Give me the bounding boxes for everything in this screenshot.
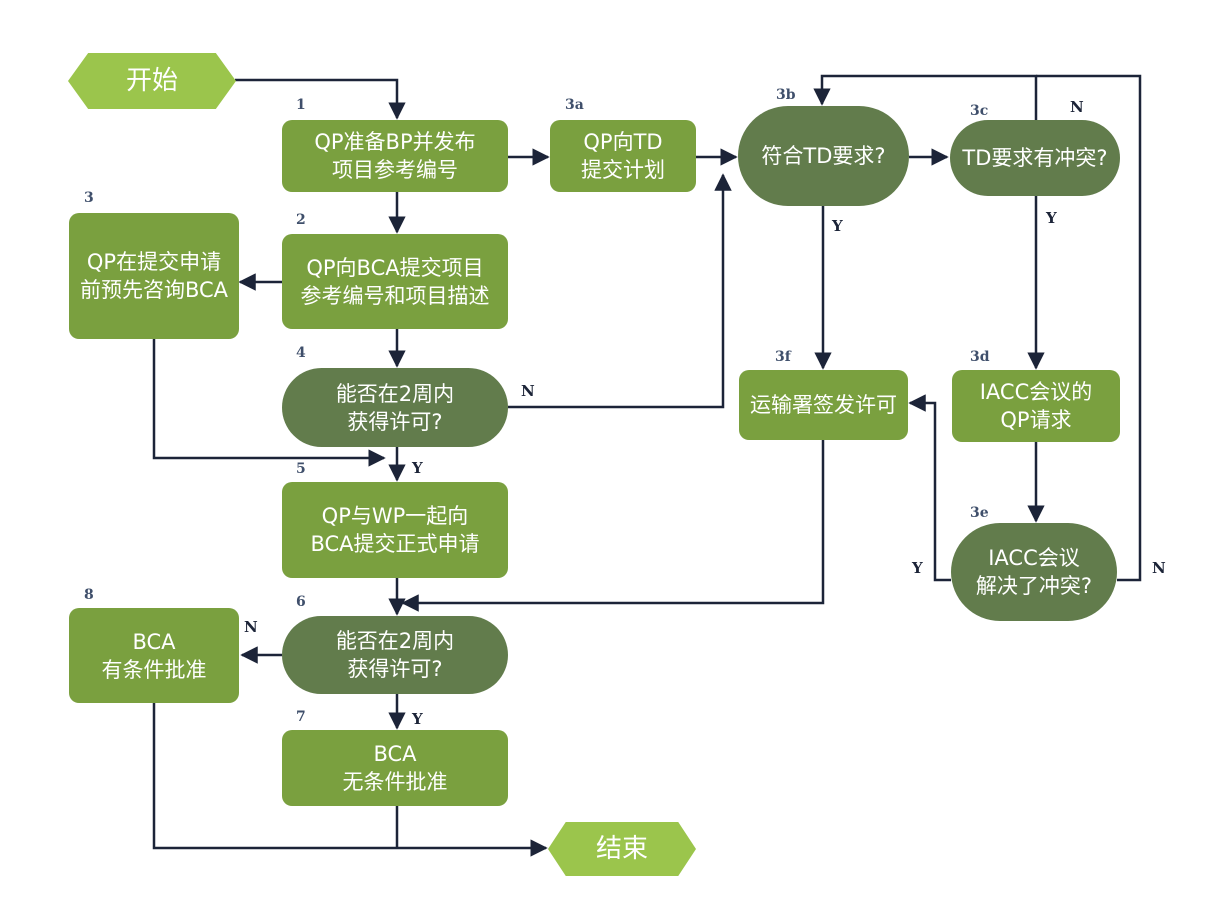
step-number-3c: 3c [970,103,989,119]
step-2-box: QP向BCA提交项目 参考编号和项目描述 [282,234,508,329]
step-number-3a: 3a [565,97,584,113]
step-number-2: 2 [296,212,306,228]
step-1-text: QP准备BP并发布 项目参考编号 [314,130,476,182]
step-number-3f: 3f [775,349,791,365]
start-label: 开始 [125,66,178,96]
arrow-3-to-5 [152,339,386,467]
decision-6-text: 能否在2周内 获得许可? [335,629,455,681]
step-3-text: QP在提交申请 前预先咨询BCA [79,250,229,302]
end-label: 结束 [595,834,648,864]
decision-3c: TD要求有冲突? [950,120,1120,196]
step-5-text: QP与WP一起向 BCA提交正式申请 [310,504,480,556]
decision-3e: IACC会议 解决了冲突? [951,523,1117,621]
step-2-text: QP向BCA提交项目 参考编号和项目描述 [300,255,490,308]
end-terminal: 结束 [548,822,696,876]
arrow-3e-yes-to-3f [908,394,951,582]
decision-4: 能否在2周内 获得许可? [282,368,508,447]
arrow-start-to-1 [235,78,406,120]
label-3e-yes: Y [912,559,923,577]
step-number-8: 8 [84,587,94,603]
arrow-3e-no-to-3b [1036,74,1142,582]
arrow-3c-no-to-3b [813,74,1038,120]
arrow-3f-to-6 [401,440,825,612]
decision-3b: 符合TD要求? [738,106,909,206]
step-3a-box: QP向TD 提交计划 [550,120,696,192]
step-5-box: QP与WP一起向 BCA提交正式申请 [282,482,508,578]
step-number-4: 4 [296,345,306,361]
step-number-6: 6 [296,594,306,610]
step-3-box: QP在提交申请 前预先咨询BCA [69,213,239,339]
step-3d-text: IACC会议的 QP请求 [979,380,1093,432]
step-3d-box: IACC会议的 QP请求 [952,370,1120,442]
step-8-text: BCA 有条件批准 [101,629,207,682]
label-3e-no: N [1152,559,1166,577]
decision-3b-text: 符合TD要求? [761,144,886,168]
arrow-8-to-end [152,703,548,857]
step-number-3b: 3b [776,87,796,103]
decision-6: 能否在2周内 获得许可? [282,616,508,694]
step-8-box: BCA 有条件批准 [69,608,239,703]
decision-4-text: 能否在2周内 获得许可? [335,381,455,434]
label-3c-no: N [1070,98,1084,116]
arrow-4-no-to-3b [508,173,732,409]
step-number-3: 3 [84,190,94,206]
step-1-box: QP准备BP并发布 项目参考编号 [282,120,508,192]
label-6-no: N [244,618,258,636]
step-number-3e: 3e [970,505,989,521]
step-3a-text: QP向TD 提交计划 [581,130,665,182]
step-3f-text: 运输署签发许可 [750,393,897,417]
step-number-5: 5 [296,461,306,477]
label-3c-yes: Y [1046,209,1057,227]
label-6-yes: Y [412,710,423,728]
step-7-text: BCA 无条件批准 [342,742,448,794]
step-number-3d: 3d [970,349,990,365]
step-7-box: BCA 无条件批准 [282,730,508,806]
step-number-7: 7 [296,709,306,725]
label-3b-yes: Y [832,217,843,235]
step-3f-box: 运输署签发许可 [739,370,908,440]
label-4-no: N [521,382,535,400]
label-4-yes: Y [412,459,423,477]
decision-3e-text: IACC会议 解决了冲突? [975,546,1093,598]
start-terminal: 开始 [68,53,236,109]
decision-3c-text: TD要求有冲突? [962,146,1108,170]
step-number-1: 1 [296,97,306,113]
